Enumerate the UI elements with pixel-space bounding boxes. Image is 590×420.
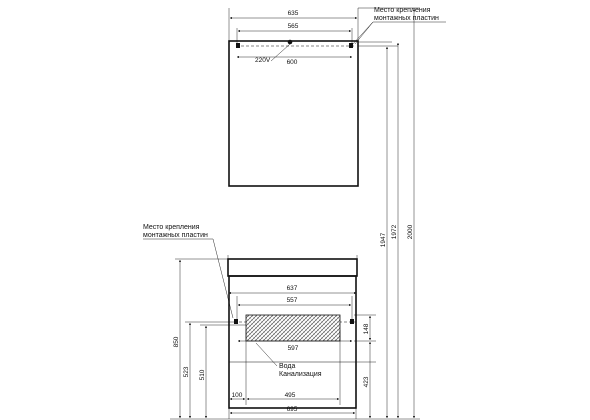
cabinet-mount-note-line1: Место крепления [143,224,200,231]
dim-mirror-inner: 565 [288,23,299,30]
mirror-view: 635 565 220V 600 Место крепления монтажн… [228,7,446,187]
mounting-plate-left [236,43,240,48]
dim-510: 510 [199,369,206,380]
dim-523: 523 [183,366,190,377]
utility-water: Вода [279,363,295,370]
height-dimensions: 1947 1972 2000 [358,7,420,419]
cabinet-body [228,275,357,409]
voltage-label: 220V [255,57,271,64]
dim-mirror-plates: 600 [287,59,298,66]
dim-2000: 2000 [407,224,414,239]
utility-zone [245,314,341,342]
mirror-mount-note-line2: монтажных пластин [374,15,439,22]
dim-cabinet-plate: 597 [288,345,299,352]
cabinet-plate-left [234,319,238,324]
dim-100: 100 [232,392,243,399]
dim-148: 148 [363,323,370,334]
dim-495: 495 [285,392,296,399]
dim-cabinet-inner: 557 [287,297,298,304]
power-outlet-point [287,39,293,45]
mirror-outline [228,40,359,187]
cabinet-view: 637 557 597 Вода Канализация Место крепл… [143,224,420,420]
mounting-plate-right [349,43,353,48]
dim-1972: 1972 [391,224,398,239]
cabinet-plate-right [350,319,354,324]
dim-mirror-width: 635 [288,10,299,17]
cabinet-mount-note-line2: монтажных пластин [143,232,208,239]
mirror-mount-note-line1: Место крепления [374,7,431,14]
countertop [227,258,358,277]
dim-850: 850 [173,336,180,347]
dim-695: 695 [287,406,298,413]
utility-sewer: Канализация [279,371,322,378]
dim-423: 423 [363,376,370,387]
dim-cabinet-top: 637 [287,285,298,292]
dim-1947: 1947 [380,232,387,247]
